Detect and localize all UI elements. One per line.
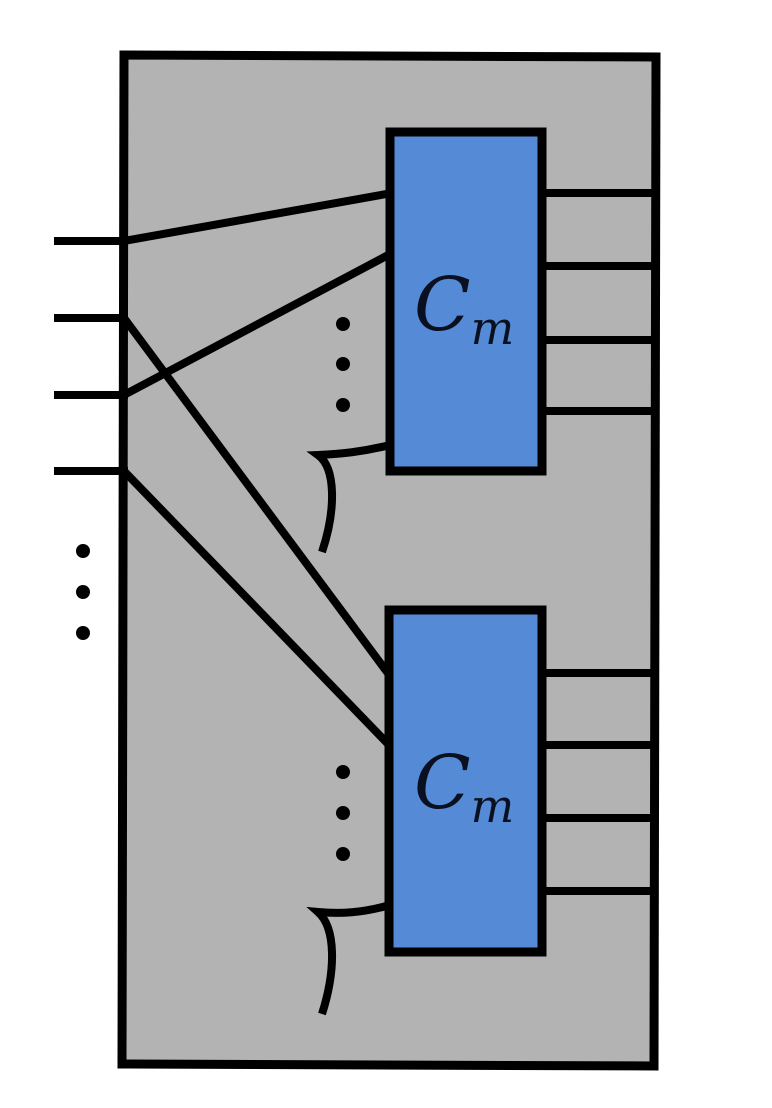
ellipsis-block-bottom bbox=[336, 765, 350, 861]
block-bottom: Cm bbox=[384, 605, 547, 957]
connection-wires bbox=[120, 189, 394, 749]
block-bottom-label-main: C bbox=[414, 740, 471, 826]
svg-text:Cm: Cm bbox=[414, 262, 514, 355]
block-bottom-label-sub: m bbox=[471, 779, 515, 833]
input-lines bbox=[54, 237, 128, 475]
block-bottom-box bbox=[384, 605, 547, 957]
wire-in1-to-block1 bbox=[123, 189, 393, 245]
brace-top bbox=[306, 441, 391, 554]
block-top-box bbox=[385, 127, 547, 476]
block-top: Cm bbox=[385, 127, 547, 476]
block-top-label-sub: m bbox=[471, 301, 515, 355]
output-lines-bottom bbox=[540, 669, 654, 895]
ellipsis-inputs bbox=[76, 544, 90, 640]
brace-bottom bbox=[306, 901, 392, 1016]
block-top-label-main: C bbox=[414, 262, 471, 348]
output-lines-top bbox=[540, 189, 654, 415]
svg-text:Cm: Cm bbox=[414, 740, 514, 833]
wire-in3-to-block1 bbox=[122, 249, 394, 399]
wire-in4-to-block2 bbox=[121, 468, 393, 749]
wire-in2-to-block2 bbox=[120, 315, 394, 679]
ellipsis-block-top bbox=[336, 317, 350, 412]
